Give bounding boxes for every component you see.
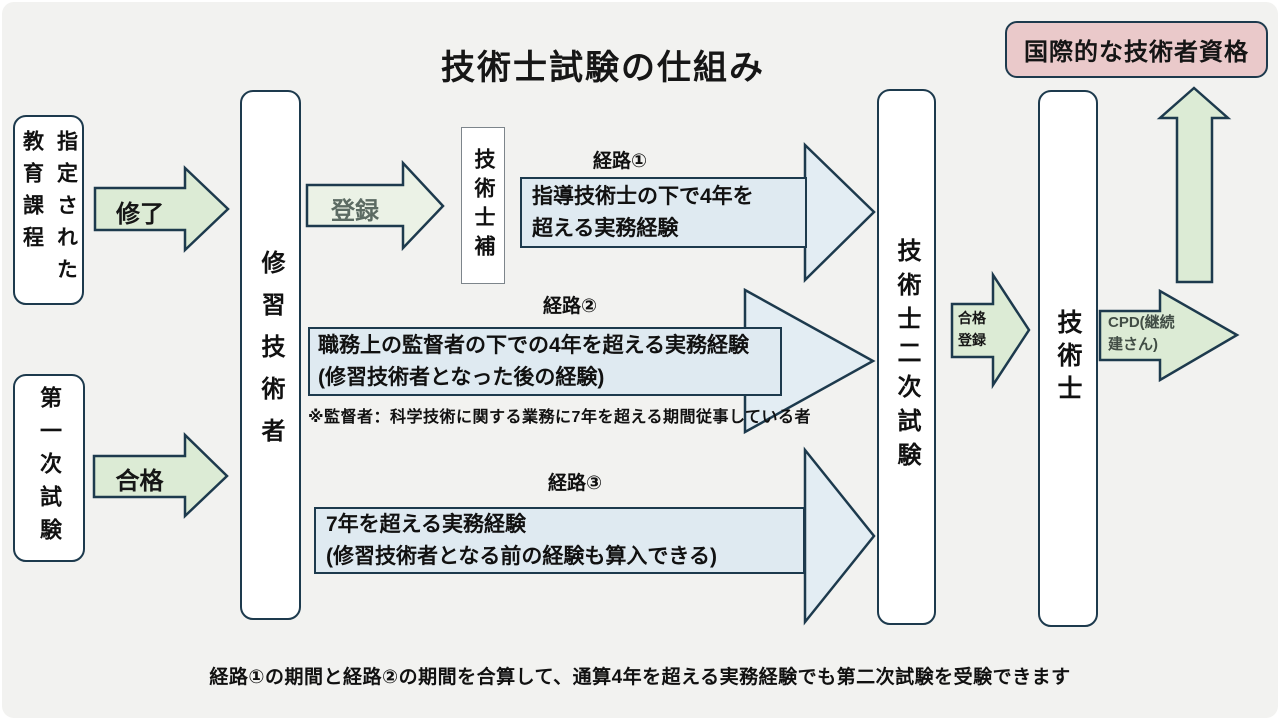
completion-arrow-label: 修了 — [116, 201, 164, 228]
trainee-label: 修習技術者 — [257, 250, 284, 460]
bottom-note: 経路①の期間と経路②の期間を合算して、通算4年を超える実務経験でも第二次試験を受… — [209, 667, 1071, 688]
associate-engineer-label: 技術士補 — [472, 147, 495, 264]
route1-text-box: 指導技術士の下で4年を 超える実務経験 — [520, 177, 807, 248]
page-title: 技術士試験の仕組み — [441, 49, 765, 87]
route3-arrowhead — [803, 446, 876, 626]
international-up-arrow — [1156, 86, 1232, 284]
international-qualification-label: 国際的な技術者資格 — [1024, 39, 1249, 66]
route3-text-line1: 7年を超える実務経験 — [326, 512, 527, 536]
first-exam-label: 第一次試験 — [37, 385, 62, 551]
designated-course-line1: 指定された — [54, 130, 78, 290]
completion-arrow — [93, 165, 230, 253]
pass-registration-arrow — [950, 270, 1031, 390]
second-exam-label: 技術士二次試験 — [893, 238, 920, 476]
second-exam-box: 技術士二次試験 — [877, 89, 936, 625]
international-qualification-box: 国際的な技術者資格 — [1005, 21, 1268, 78]
pass-registration-line1: 合格 — [958, 310, 986, 326]
route1-arrowhead — [803, 142, 876, 283]
route2-text-line2: (修習技術者となった後の経験) — [318, 365, 605, 389]
cpd-arrow — [1098, 288, 1240, 383]
engineer-label: 技術士 — [1054, 309, 1082, 408]
registration-arrow-label: 登録 — [331, 198, 379, 225]
route1-text-line2: 超える実務経験 — [532, 216, 679, 240]
route2-text-box: 職務上の監督者の下での4年を超える実務経験 (修習技術者となった後の経験) — [308, 327, 782, 396]
route1-label: 経路① — [592, 151, 648, 172]
engineer-box: 技術士 — [1038, 90, 1098, 627]
route2-text-line1: 職務上の監督者の下での4年を超える実務経験 — [318, 333, 750, 357]
cpd-arrow-label: CPD(継続 建さん) — [1108, 312, 1218, 356]
cpd-line1: CPD(継続 — [1108, 314, 1175, 331]
registration-arrow — [305, 159, 445, 252]
route3-text-line2: (修習技術者となる前の経験も算入できる) — [326, 544, 717, 568]
pass-arrow — [92, 432, 229, 519]
designated-course-box: 指定された 教育課程 — [13, 115, 84, 305]
route2-label: 経路② — [542, 296, 598, 317]
supervisor-footnote: ※監督者：科学技術に関する業務に7年を超える期間従事している者 — [308, 409, 811, 426]
associate-engineer-box: 技術士補 — [461, 127, 505, 284]
designated-course-line2: 教育課程 — [20, 130, 44, 258]
route1-text-line1: 指導技術士の下で4年を — [532, 184, 754, 208]
route3-label: 経路③ — [547, 473, 603, 494]
first-exam-box: 第一次試験 — [13, 374, 85, 562]
pass-arrow-label: 合格 — [115, 468, 164, 495]
trainee-box: 修習技術者 — [240, 90, 301, 620]
cpd-line2: 建さん) — [1108, 336, 1158, 353]
route3-text-box: 7年を超える実務経験 (修習技術者となる前の経験も算入できる) — [314, 507, 805, 574]
pass-registration-arrow-label: 合格 登録 — [950, 307, 994, 351]
pass-registration-line2: 登録 — [958, 332, 986, 348]
